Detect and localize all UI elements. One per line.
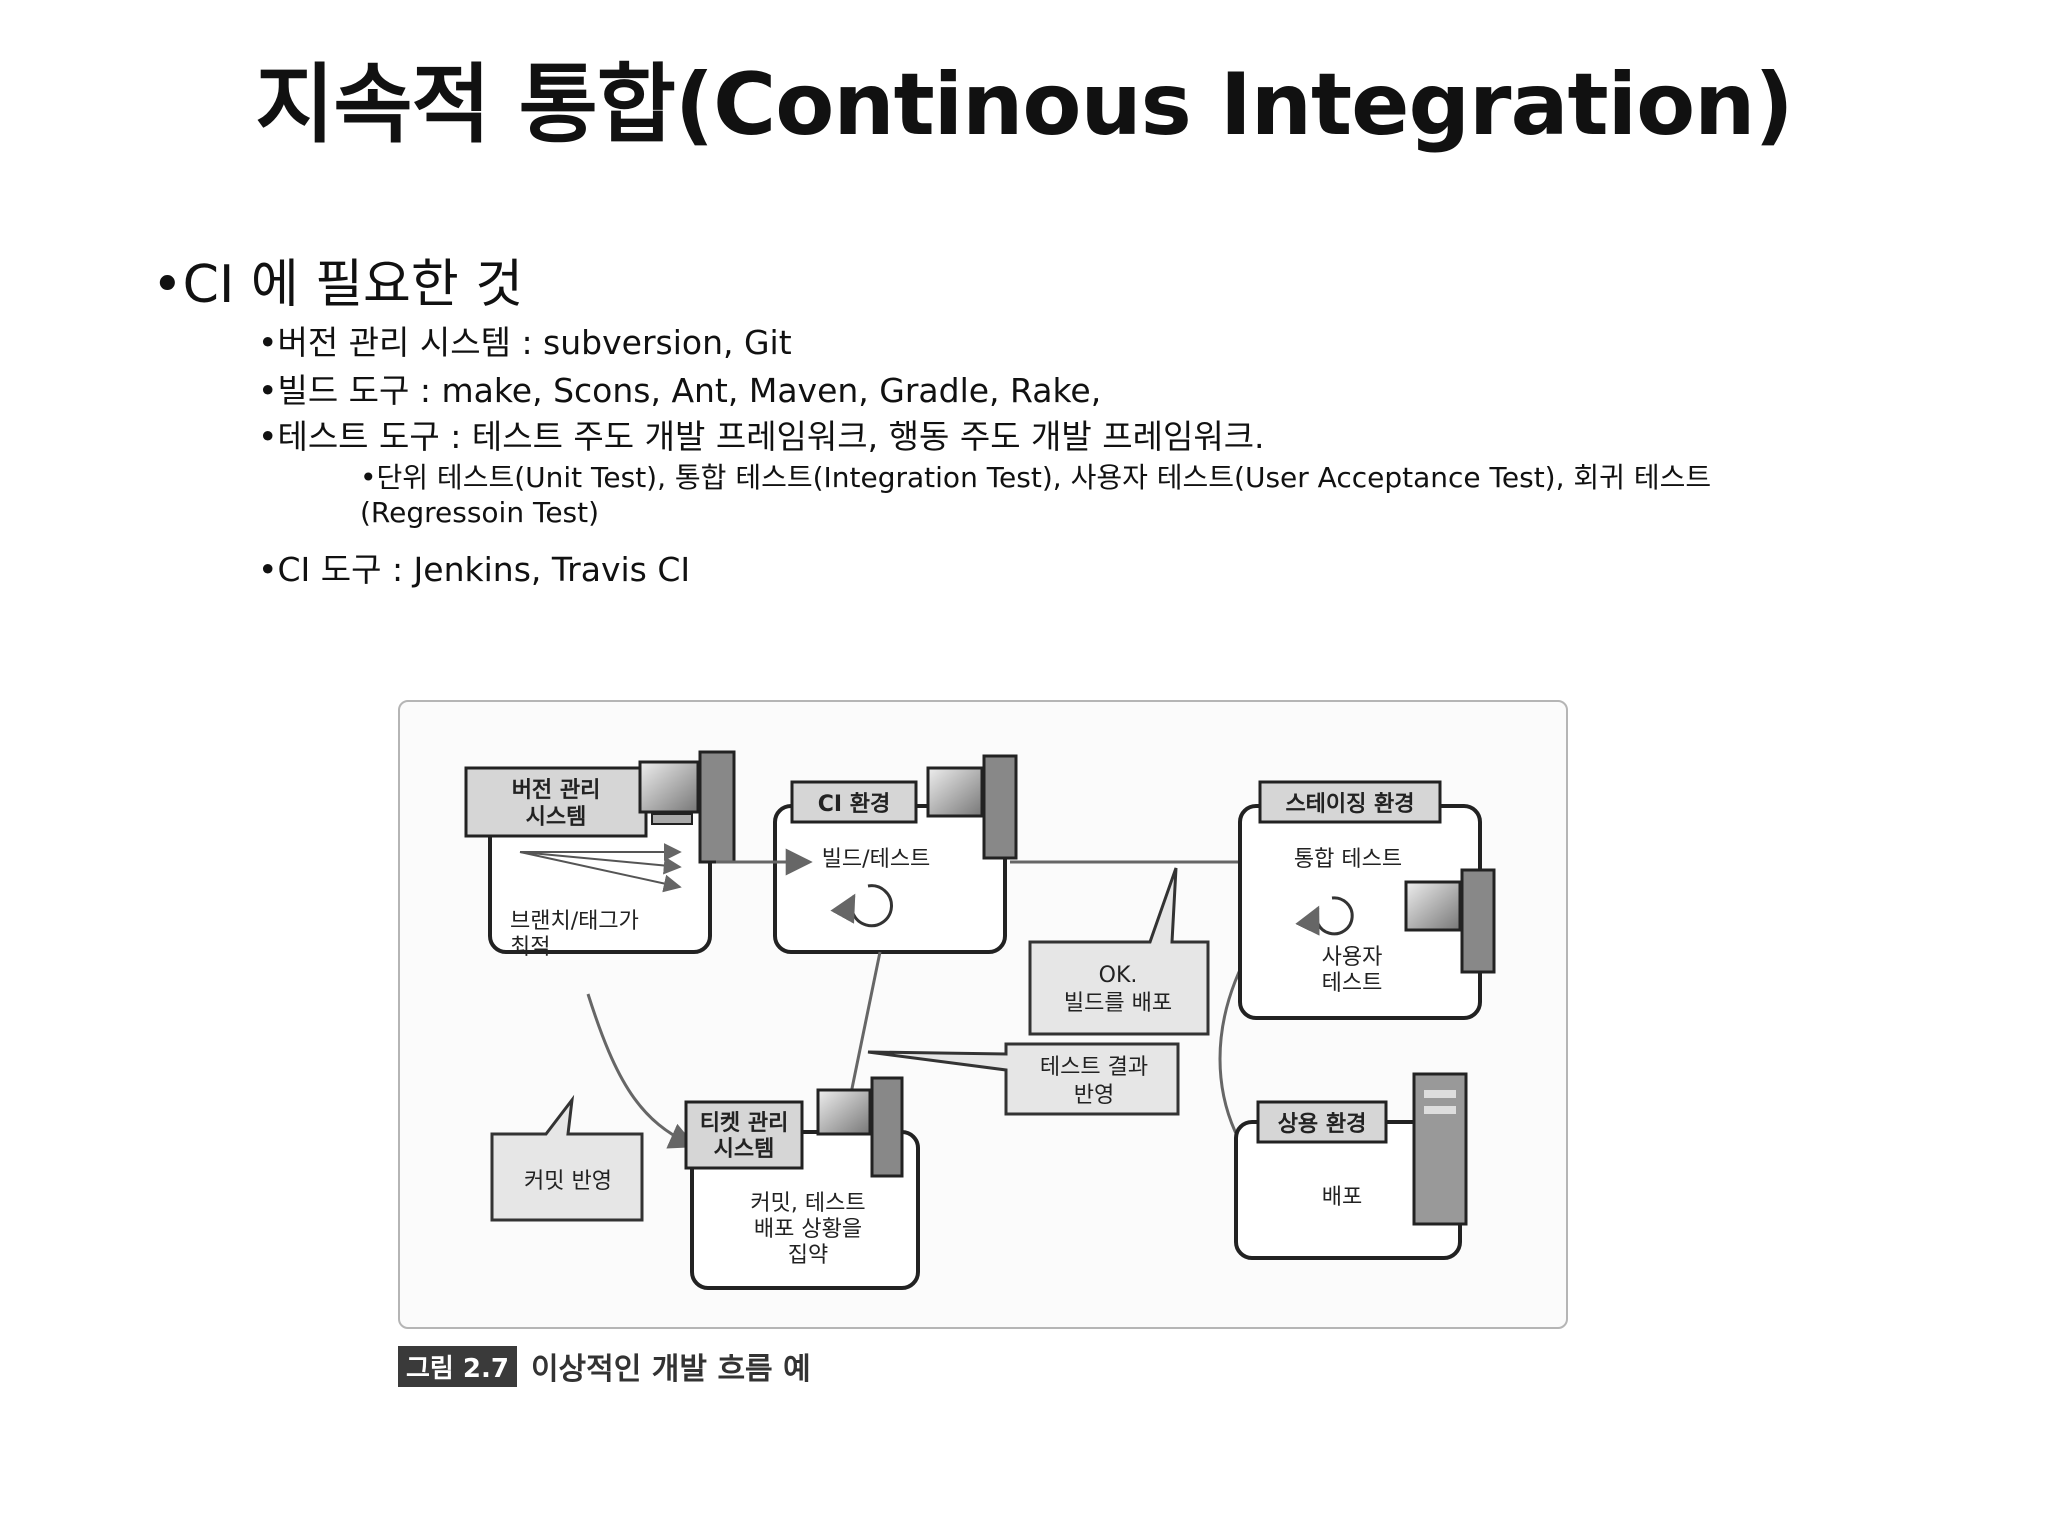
prod-body: 배포	[1322, 1185, 1362, 1210]
staging-label: 스테이징 환경	[1285, 792, 1414, 817]
ci-flow-figure: 버전 관리 시스템 브랜치/태그가 최적 CI 환경 빌드/테스트	[398, 700, 1568, 1329]
staging-body-1: 통합 테스트	[1294, 847, 1402, 872]
ci-flow-diagram: 버전 관리 시스템 브랜치/태그가 최적 CI 환경 빌드/테스트	[464, 750, 1496, 1290]
loop-icon	[1295, 896, 1354, 936]
bullet-ci-tools: •CI 도구 : Jenkins, Travis CI	[258, 550, 691, 589]
ok-text-2: 빌드를 배포	[1064, 991, 1172, 1016]
bullet-test-types-cont: (Regressoin Test)	[360, 496, 600, 529]
bullet-list: •CI 에 필요한 것 •버전 관리 시스템 : subversion, Git…	[0, 0, 2048, 600]
ci-label: CI 환경	[818, 792, 890, 817]
vcs-body-2: 최적	[510, 935, 550, 960]
prod-label: 상용 환경	[1278, 1112, 1367, 1137]
test-result-text-2: 반영	[1074, 1083, 1114, 1108]
vcs-label-1: 버전 관리	[512, 778, 601, 803]
loop-icon	[830, 884, 893, 928]
test-result-text-1: 테스트 결과	[1040, 1055, 1148, 1080]
bullet-build-tools: •빌드 도구 : make, Scons, Ant, Maven, Gradle…	[258, 371, 1102, 410]
figure-caption: 그림 2.7 이상적인 개발 흐름 예	[398, 1345, 811, 1387]
slide-title: 지속적 통합(Continous Integration)	[255, 55, 1793, 155]
ci-node: CI 환경 빌드/테스트	[773, 754, 1018, 954]
figure-number: 그림 2.7	[398, 1345, 517, 1387]
computer-icon	[638, 750, 736, 864]
ticket-body-3: 집약	[788, 1243, 828, 1268]
computer-icon	[816, 1076, 904, 1178]
staging-body-2: 사용자	[1322, 945, 1383, 970]
commit-note: 커밋 반영	[524, 1169, 612, 1194]
staging-body-3: 테스트	[1322, 971, 1383, 996]
ticket-node: 티켓 관리 시스템 커밋, 테스트 배포 상황을 집약	[684, 1076, 920, 1290]
ticket-body-2: 배포 상황을	[754, 1217, 862, 1242]
bullet-test-tools: •테스트 도구 : 테스트 주도 개발 프레임워크, 행동 주도 개발 프레임워…	[258, 417, 1265, 456]
bullet-test-types: •단위 테스트(Unit Test), 통합 테스트(Integration T…	[360, 461, 1712, 494]
ticket-label-2: 시스템	[714, 1137, 775, 1162]
computer-icon	[1404, 868, 1496, 974]
production-node: 상용 환경 배포	[1234, 1072, 1468, 1260]
computer-icon	[926, 754, 1018, 860]
ok-text-1: OK.	[1099, 963, 1138, 988]
commit-callout: 커밋 반영	[490, 1094, 644, 1222]
bullet-ci-requirements: •CI 에 필요한 것	[152, 255, 524, 315]
ticket-label-1: 티켓 관리	[700, 1111, 789, 1136]
vcs-label-2: 시스템	[526, 805, 587, 830]
vcs-body-1: 브랜치/태그가	[510, 909, 639, 934]
figure-caption-text: 이상적인 개발 흐름 예	[530, 1352, 811, 1387]
ci-body: 빌드/테스트	[822, 847, 931, 872]
server-icon	[1412, 1072, 1468, 1226]
vcs-node: 버전 관리 시스템 브랜치/태그가 최적	[464, 750, 736, 960]
test-result-callout: 테스트 결과 반영	[867, 1042, 1180, 1116]
bullet-vcs: •버전 관리 시스템 : subversion, Git	[258, 323, 792, 362]
staging-node: 스테이징 환경 통합 테스트 사용자 테스트	[1238, 780, 1496, 1020]
ok-callout: OK. 빌드를 배포	[1028, 867, 1210, 1036]
ticket-body-1: 커밋, 테스트	[750, 1191, 865, 1216]
